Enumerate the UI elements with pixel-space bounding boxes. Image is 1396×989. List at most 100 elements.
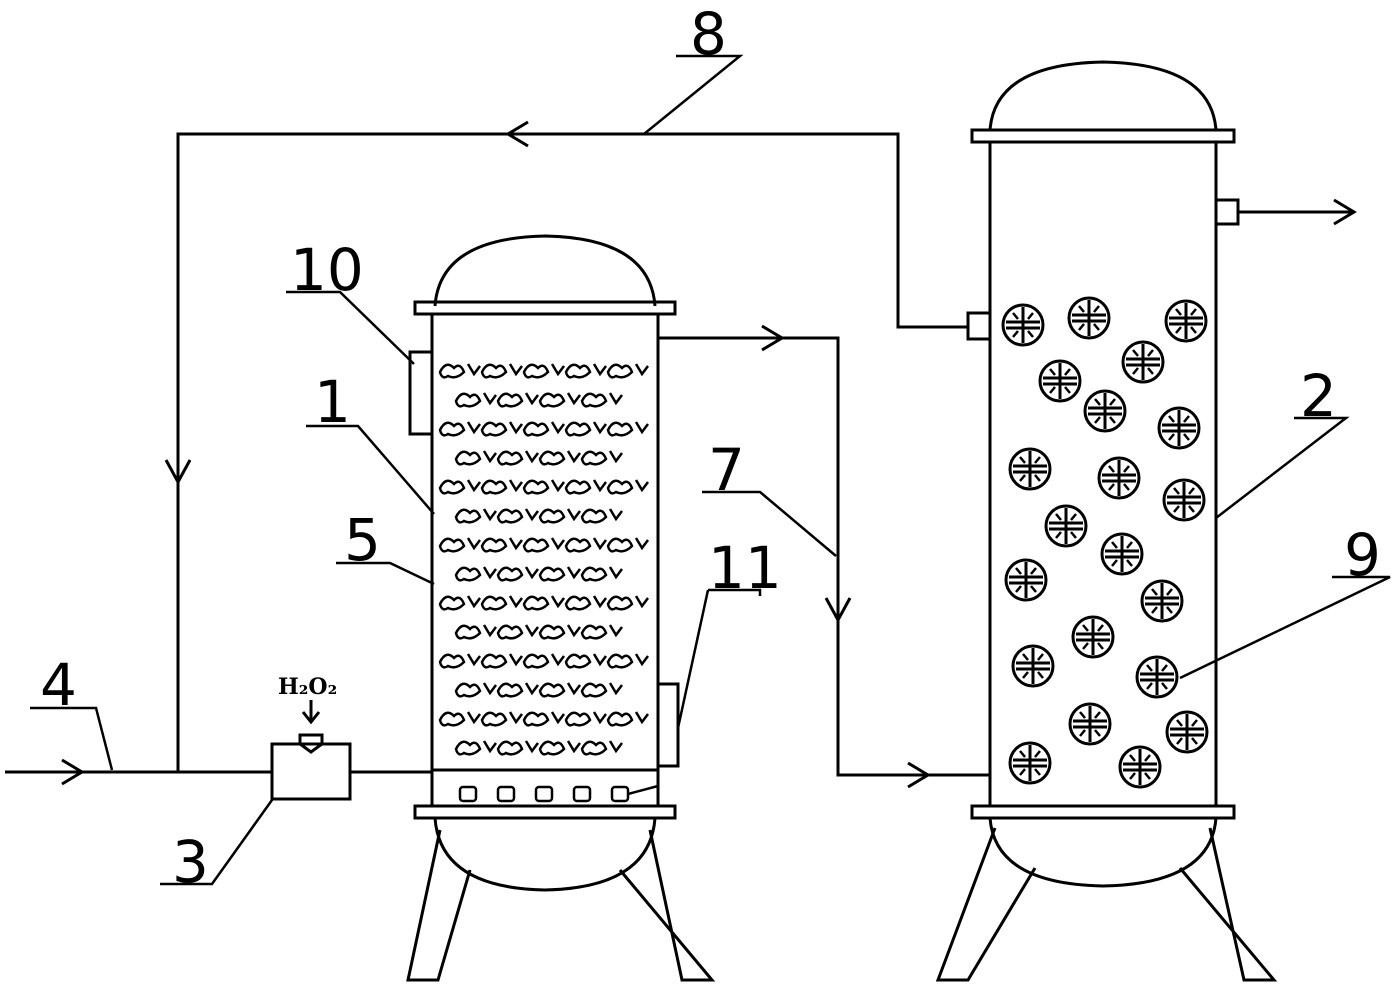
label-4: 4 [40,651,77,719]
packing-element [580,565,624,582]
packing-element [496,739,540,756]
reactor-2-leg-right [1178,827,1278,982]
filler-ball [1067,296,1111,340]
packing-element [538,507,582,524]
packing-element [496,681,540,698]
packing-element [496,507,540,524]
packing-element [564,652,608,669]
piping [5,120,1357,801]
reagent-label: H₂O₂ [278,674,337,700]
packing-element [454,565,498,582]
reactor-1-leg-left [406,829,472,982]
label-9: 9 [1344,521,1381,589]
packing-element [522,652,566,669]
filler-ball [1068,702,1112,746]
packing-element [564,478,608,495]
transfer-arrow-in [907,761,931,789]
packing-element [538,565,582,582]
recycle-pipe-8 [176,132,968,772]
filler-ball [1071,615,1115,659]
label-11: 11 [708,534,782,602]
packing-element [606,478,650,495]
filler-ball [1044,504,1088,548]
reactor-1-top-flange [413,300,677,316]
labels: 4 3 1 5 10 11 7 8 2 9 H₂O₂ [40,0,1381,896]
filler-ball [1157,406,1201,450]
packing-element [496,391,540,408]
filler-ball [1121,340,1165,384]
packing-element [438,536,482,553]
packing-element [564,362,608,379]
packing-element [606,652,650,669]
packing-element [454,507,498,524]
filler-ball [1097,456,1141,500]
filler-ball [1011,644,1055,688]
packing-element [522,536,566,553]
filler-ball [1140,579,1184,623]
packing-element [564,710,608,727]
recycle-arrow-top [505,120,529,148]
packing-element [438,362,482,379]
packing-element [606,710,650,727]
outlet-arrow [1333,198,1357,226]
packing-element [480,652,524,669]
reactor-1-bottom-flange [413,804,677,820]
packing-element [438,420,482,437]
reactor-1-leg-right [618,829,716,982]
filler-ball [1100,532,1144,576]
catalyst-packing-5 [438,362,650,756]
reactor-2-outlet-nozzle [1214,198,1240,226]
packing-element [480,536,524,553]
packing-element [480,362,524,379]
transfer-arrow-down [824,597,852,624]
label-8: 8 [690,0,727,68]
filler-ball [1083,389,1127,433]
packing-element [580,507,624,524]
filler-ball [1165,710,1209,754]
label-3: 3 [172,828,209,896]
packing-element [480,710,524,727]
packing-element [538,391,582,408]
mixer-dosing-port [298,733,324,754]
packing-element [522,362,566,379]
packing-element [454,391,498,408]
label-10: 10 [290,236,364,304]
filler-ball [1164,299,1208,343]
label-1: 1 [314,368,351,436]
filler-ball [1135,655,1179,699]
transfer-pipe-7 [658,336,990,777]
packing-element [438,478,482,495]
packing-element [496,449,540,466]
packing-element [606,362,650,379]
filler-ball [1004,558,1048,602]
packing-element [438,652,482,669]
reactor-1-inspection-port-10 [408,350,434,436]
filler-ball [1038,359,1082,403]
reactor-2-leg-left [935,827,1037,982]
reactor-1-inspection-port-11 [656,682,680,768]
packing-element [522,478,566,495]
packing-element [606,594,650,611]
label-7: 7 [708,436,745,504]
packing-element [438,710,482,727]
packing-element [580,623,624,640]
reactor-2 [935,60,1278,982]
packing-element [496,623,540,640]
filler-ball [1008,447,1052,491]
packing-element [480,420,524,437]
packing-element [480,478,524,495]
leader-lines [30,54,1391,886]
packing-element [522,710,566,727]
packing-element [580,449,624,466]
reactor-2-top-flange [970,128,1236,144]
filler-ball [1162,478,1206,522]
packing-element [454,739,498,756]
transfer-arrow-right [761,324,785,352]
packing-element [538,449,582,466]
packing-element [496,565,540,582]
reactor-2-bottom-dome [988,817,1218,888]
reagent-arrow [301,711,321,725]
packing-element [522,420,566,437]
reactor-1-bottom-dome [433,817,657,892]
